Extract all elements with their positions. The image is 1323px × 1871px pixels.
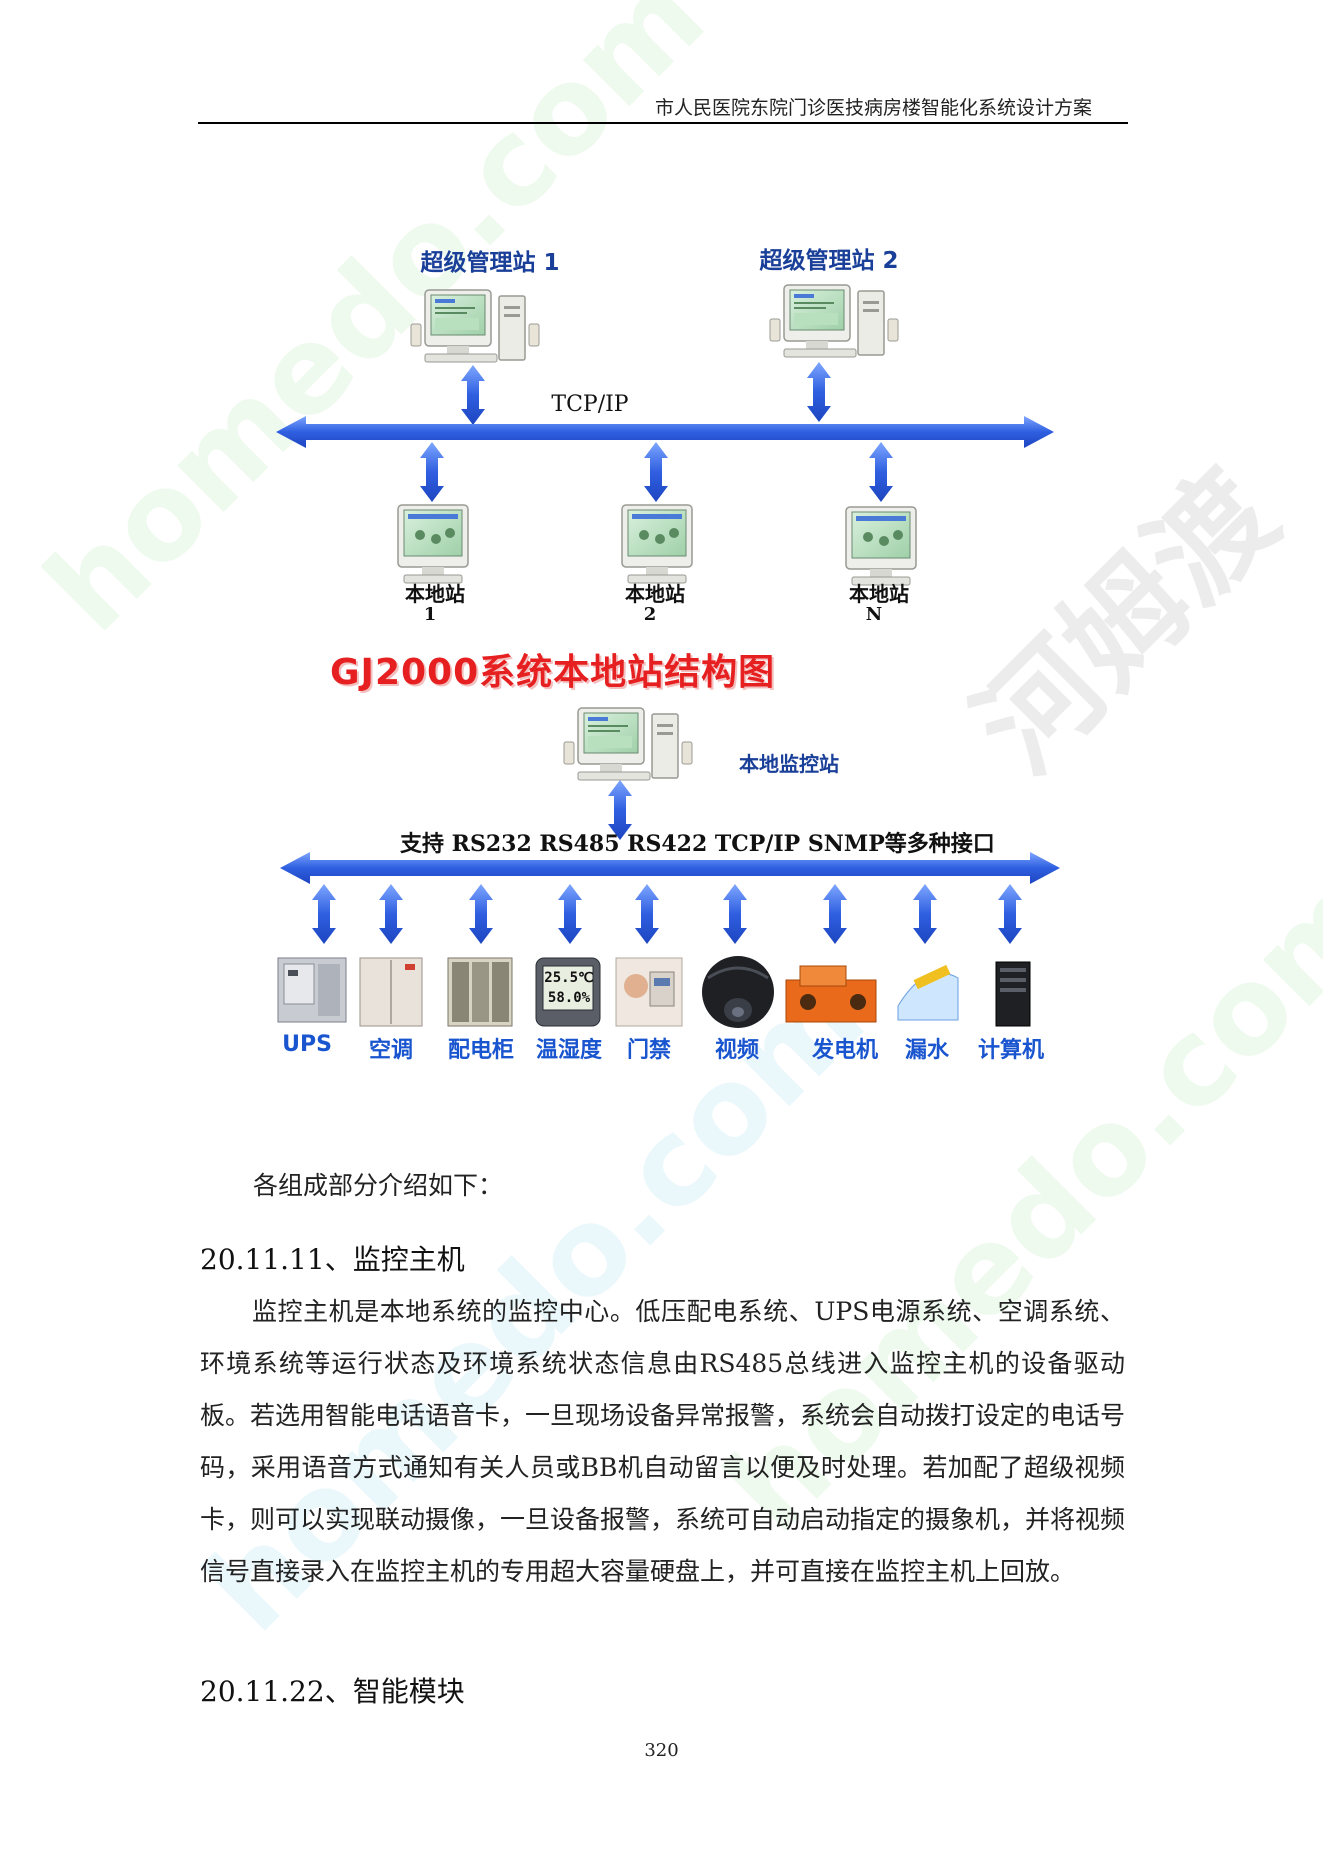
arrow-local-n (869, 442, 893, 502)
arrow-computer (998, 884, 1022, 944)
arrow-super-1 (461, 365, 485, 425)
tcpip-bus (276, 416, 1054, 448)
tcpip-bus-label: TCP/IP (551, 392, 629, 417)
local-station-n-label: 本地站 (849, 582, 909, 606)
device-label-access: 门禁 (626, 1038, 671, 1063)
sensor-temp-readout: 25.5℃ (544, 970, 594, 986)
diagram-title: GJ2000系统本地站结构图 (330, 652, 776, 693)
device-label-distribution: 配电柜 (447, 1038, 514, 1063)
arrow-video (723, 884, 747, 944)
aircon-device-icon (359, 957, 423, 1027)
device-label-leak: 漏水 (904, 1038, 949, 1063)
video-camera-icon (702, 956, 774, 1028)
device-label-video: 视频 (714, 1038, 759, 1063)
section-2-heading: 20.11.22、智能模块 (200, 1675, 465, 1708)
monitor-station-label: 本地监控站 (739, 752, 839, 776)
local-station-2-label: 本地站 (625, 582, 685, 606)
sensor-humidity-readout: 58.0% (547, 990, 591, 1006)
temp-humidity-sensor-icon (535, 957, 601, 1027)
device-label-computer: 计算机 (977, 1038, 1044, 1063)
interface-bus-label: 支持 RS232 RS485 RS422 TCP/IP SNMP等多种接口 (400, 831, 995, 857)
access-control-icon (615, 957, 683, 1027)
local-station-n-computer (845, 506, 917, 586)
section-1-heading: 20.11.11、监控主机 (200, 1243, 465, 1276)
generator-icon (785, 965, 877, 1023)
header-rule (198, 122, 1128, 124)
server-icon (995, 961, 1031, 1027)
system-diagram (276, 284, 1060, 1028)
interface-bus (280, 852, 1060, 884)
arrow-local-1 (420, 442, 444, 502)
device-label-ups: UPS (282, 1032, 332, 1057)
arrow-ups (312, 884, 336, 944)
arrow-generator (823, 884, 847, 944)
arrow-leak (913, 884, 937, 944)
device-label-generator: 发电机 (811, 1038, 878, 1063)
arrow-access (635, 884, 659, 944)
leak-detector-icon (897, 964, 959, 1021)
device-label-aircon: 空调 (368, 1038, 413, 1063)
local-station-n-index: N (865, 604, 883, 625)
arrow-aircon (379, 884, 403, 944)
section-1-body: 监控主机是本地系统的监控中心。低压配电系统、UPS电源系统、空调系统、环境系统等… (200, 1297, 1126, 1586)
local-station-2-index: 2 (643, 604, 657, 625)
arrow-distribution (469, 884, 493, 944)
page-number: 320 (644, 1740, 679, 1761)
monitor-station-computer (563, 707, 693, 781)
page-header-title: 市人民医院东院门诊医技病房楼智能化系统设计方案 (654, 97, 1092, 119)
arrow-local-2 (644, 442, 668, 502)
local-station-2-computer (621, 504, 693, 584)
super-station-1-label: 超级管理站 1 (420, 250, 560, 276)
local-station-1-computer (397, 504, 469, 584)
distribution-cabinet-icon (447, 957, 513, 1027)
intro-text: 各组成部分介绍如下： (253, 1171, 504, 1200)
device-label-temp-humidity: 温湿度 (535, 1038, 602, 1063)
arrow-temp-humidity (558, 884, 582, 944)
ups-device-icon (277, 957, 347, 1023)
local-station-1-label: 本地站 (405, 582, 465, 606)
local-station-1-index: 1 (423, 604, 437, 625)
arrow-super-2 (807, 362, 831, 422)
super-station-2-label: 超级管理站 2 (759, 248, 899, 274)
super-station-2-computer (769, 284, 899, 358)
super-station-1-computer (410, 289, 540, 363)
